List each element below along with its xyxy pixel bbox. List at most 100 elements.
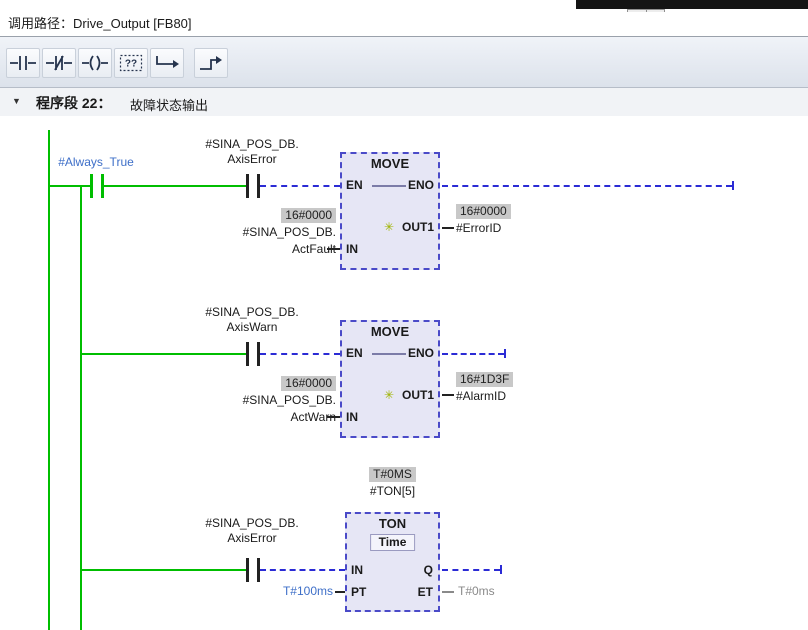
empty-box-icon: ??	[119, 54, 143, 72]
ton-pt-operand[interactable]: T#100ms	[282, 584, 333, 598]
rung3-contact-operand[interactable]: #SINA_POS_DB. AxisError	[182, 516, 322, 546]
wire-ton-et	[442, 591, 454, 593]
coil-icon	[82, 55, 108, 71]
ton-instance-stack[interactable]: T#0MS #TON[5]	[330, 466, 455, 500]
move-box-1[interactable]: MOVE EN ENO ✳ OUT1 IN	[340, 152, 440, 270]
insert-empty-box-button[interactable]: ??	[114, 48, 148, 78]
svg-text:??: ??	[125, 59, 137, 70]
wire-ton-pt	[335, 591, 345, 593]
move1-in-monitor-value: 16#0000	[281, 208, 336, 223]
move1-out-spark-icon: ✳	[383, 220, 394, 234]
wire-move1-in	[327, 248, 340, 250]
rung3-contact-bar-left[interactable]	[246, 558, 249, 582]
move2-in-operand-stack[interactable]: 16#0000 #SINA_POS_DB. ActWarn	[190, 375, 336, 426]
wire-rail-to-always-contact	[48, 185, 90, 187]
move2-pin-out1: OUT1	[401, 388, 434, 402]
rung2-contact-bar-left[interactable]	[246, 342, 249, 366]
wire-move1-eno-end-tick	[732, 181, 734, 190]
insert-nc-contact-button[interactable]	[42, 48, 76, 78]
move1-pin-out1: OUT1	[401, 220, 434, 234]
call-path-value: Drive_Output [FB80]	[73, 16, 192, 31]
move2-out-spark-icon: ✳	[383, 388, 394, 402]
move2-out-operand-stack[interactable]: 16#1D3F #AlarmID	[456, 371, 566, 405]
wire-rung1-contact-to-box	[260, 185, 340, 187]
move1-title: MOVE	[370, 156, 410, 171]
rung2-contact-bar-right[interactable]	[257, 342, 260, 366]
insert-coil-button[interactable]	[78, 48, 112, 78]
network-number: 程序段 22：	[36, 95, 112, 111]
power-rail	[48, 130, 50, 630]
rung2-contact-operand-line1: #SINA_POS_DB.	[205, 305, 299, 319]
always-contact-bar-left[interactable]	[90, 174, 93, 198]
title-bar-fragment	[576, 0, 808, 9]
always-contact-bar-right[interactable]	[101, 174, 104, 198]
move2-in-operand-line2: ActWarn	[290, 410, 336, 424]
move2-in-monitor-value: 16#0000	[281, 376, 336, 391]
rung2-contact-operand[interactable]: #SINA_POS_DB. AxisWarn	[182, 305, 322, 335]
move1-out-monitor-value: 16#0000	[456, 204, 511, 219]
ton-pin-pt: PT	[351, 585, 367, 599]
nc-contact-icon	[46, 55, 72, 71]
rung1-contact-operand-line1: #SINA_POS_DB.	[205, 137, 299, 151]
move2-en-eno-link	[372, 353, 406, 355]
move1-out-operand-stack[interactable]: 16#0000 #ErrorID	[456, 203, 566, 237]
network-title[interactable]: 故障状态输出	[130, 98, 209, 113]
open-branch-icon	[156, 56, 179, 68]
move2-pin-eno: ENO	[407, 346, 434, 360]
move1-pin-in: IN	[346, 242, 358, 256]
always-true-operand[interactable]: #Always_True	[58, 155, 134, 169]
wire-move2-eno-out	[442, 353, 504, 355]
wire-rung2-contact-to-box	[260, 353, 340, 355]
ton-box[interactable]: TON Time IN Q PT ET	[345, 512, 440, 612]
ton-monitor-value: T#0MS	[369, 467, 416, 482]
rung1-contact-operand[interactable]: #SINA_POS_DB. AxisError	[182, 137, 322, 167]
call-path-bar: 调用路径：Drive_Output [FB80]	[0, 12, 808, 37]
wire-move1-eno-out	[442, 185, 732, 187]
ton-datatype[interactable]: Time	[369, 534, 416, 551]
wire-move1-out1	[442, 227, 454, 229]
wire-move2-out1	[442, 394, 454, 396]
move1-pin-en: EN	[346, 178, 363, 192]
lad-toolbar: ??	[0, 37, 808, 88]
move2-pin-en: EN	[346, 346, 363, 360]
move2-out-operand: #AlarmID	[456, 389, 507, 403]
move1-en-eno-link	[372, 185, 406, 187]
wire-rung3-contact-to-box	[260, 569, 345, 571]
insert-no-contact-button[interactable]	[6, 48, 40, 78]
wire-ton-q-end-tick	[500, 565, 502, 574]
wire-branch-to-axiswarn	[82, 353, 246, 355]
rung3-contact-operand-line1: #SINA_POS_DB.	[205, 516, 299, 530]
rung2-contact-operand-line2: AxisWarn	[226, 320, 278, 334]
move2-out-monitor-value: 16#1D3F	[456, 372, 514, 387]
wire-ton-q-out	[442, 569, 500, 571]
ton-pin-q: Q	[423, 563, 433, 577]
rung3-contact-bar-right[interactable]	[257, 558, 260, 582]
close-branch-icon	[200, 56, 222, 70]
close-branch-button[interactable]	[194, 48, 228, 78]
rung3-contact-operand-line2: AxisError	[227, 531, 277, 545]
no-contact-icon	[10, 56, 36, 70]
move-box-2[interactable]: MOVE EN ENO ✳ OUT1 IN	[340, 320, 440, 438]
wire-always-to-axiserror	[104, 185, 246, 187]
rung1-contact-operand-line2: AxisError	[227, 152, 277, 166]
open-branch-button[interactable]	[150, 48, 184, 78]
ton-title: TON	[378, 516, 407, 531]
wire-branch-to-rung3-contact	[82, 569, 246, 571]
branch-rail	[80, 185, 82, 630]
network-header[interactable]: ▼ 程序段 22： 故障状态输出	[0, 88, 808, 116]
wire-move2-eno-end-tick	[504, 349, 506, 358]
network-collapse-icon[interactable]: ▼	[12, 96, 21, 106]
ton-pin-et: ET	[417, 585, 433, 599]
wire-move2-in	[327, 416, 340, 418]
call-path-label: 调用路径：	[8, 16, 74, 31]
rung1-contact-bar-right[interactable]	[257, 174, 260, 198]
move1-in-operand-line1: #SINA_POS_DB.	[242, 225, 336, 239]
move1-pin-eno: ENO	[407, 178, 434, 192]
rung1-contact-bar-left[interactable]	[246, 174, 249, 198]
move2-in-operand-line1: #SINA_POS_DB.	[242, 393, 336, 407]
ton-pin-in: IN	[351, 563, 363, 577]
move1-in-operand-stack[interactable]: 16#0000 #SINA_POS_DB. ActFault	[190, 207, 336, 258]
move1-in-operand-line2: ActFault	[291, 242, 336, 256]
ton-instance-operand: #TON[5]	[369, 484, 416, 498]
move2-title: MOVE	[370, 324, 410, 339]
